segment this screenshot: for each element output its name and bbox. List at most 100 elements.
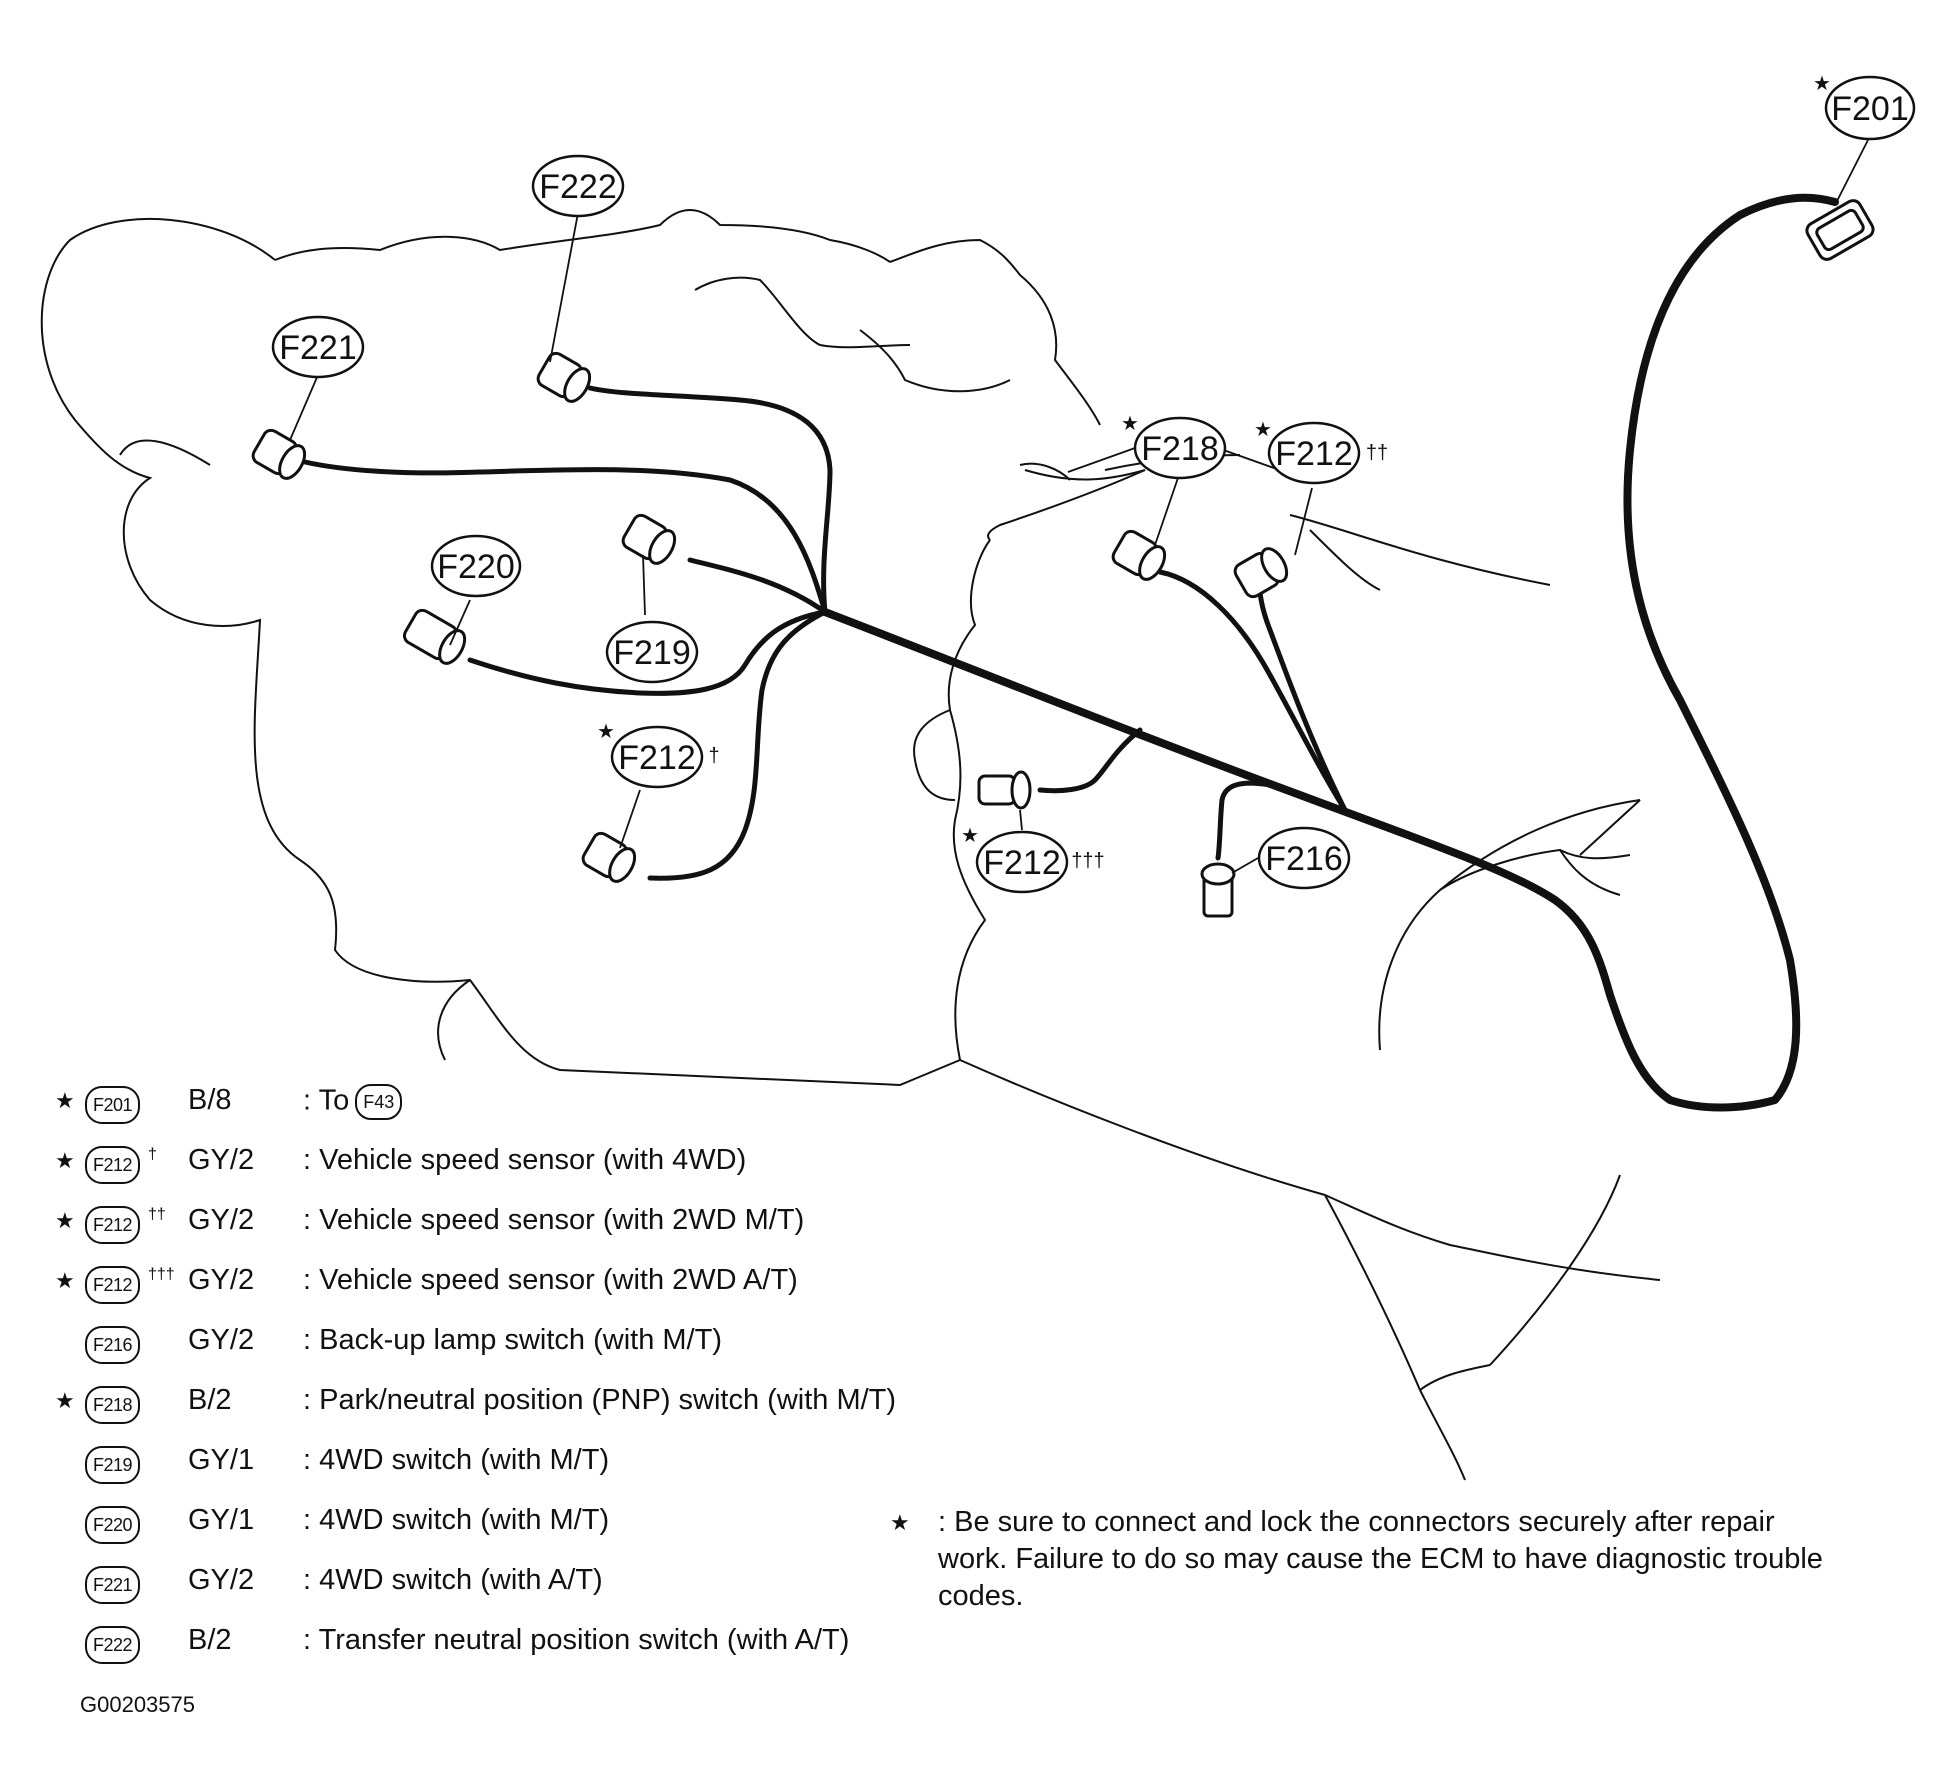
legend-row: ★ F218 B/2 : Park/neutral position (PNP)… xyxy=(55,1382,1055,1438)
callout-f212-left: F212 ★ † xyxy=(597,721,720,789)
svg-text:F201: F201 xyxy=(1831,90,1909,128)
connector-f220 xyxy=(402,608,467,665)
wire-code: GY/2 xyxy=(188,1264,255,1296)
connector-badge: F220 xyxy=(85,1506,141,1544)
callout-f221: F221 xyxy=(271,315,365,379)
connector-description: : Vehicle speed sensor (with 2WD M/T) xyxy=(303,1204,805,1236)
connector-description: : 4WD switch (with A/T) xyxy=(303,1564,603,1596)
legend-row: ★ F212 † GY/2 : Vehicle speed sensor (wi… xyxy=(55,1142,1055,1198)
svg-text:F218: F218 xyxy=(1141,430,1219,468)
callout-f222: F222 xyxy=(531,154,625,218)
connector-f222 xyxy=(536,351,592,403)
connectors xyxy=(251,199,1875,918)
legend-row: ★ F212 †† GY/2 : Vehicle speed sensor (w… xyxy=(55,1202,1055,1258)
wire-code: GY/2 xyxy=(188,1204,255,1236)
legend-row: F221 GY/2 : 4WD switch (with A/T) xyxy=(55,1562,1055,1618)
svg-text:F212: F212 xyxy=(983,844,1061,882)
variant-mark: † xyxy=(148,1146,157,1163)
connector-f219 xyxy=(621,513,677,565)
svg-text:★: ★ xyxy=(1121,413,1139,435)
star-mark: ★ xyxy=(55,1148,75,1173)
branch-f212-mid xyxy=(1037,727,1143,794)
connector-badge: F222 xyxy=(85,1626,141,1664)
svg-text:F222: F222 xyxy=(539,168,617,206)
svg-text:★: ★ xyxy=(961,825,979,847)
branch-f219 xyxy=(687,557,828,615)
branch-f222 xyxy=(587,385,833,615)
branch-f212-top xyxy=(1257,572,1348,813)
connector-f218 xyxy=(1111,529,1167,581)
star-mark: ★ xyxy=(55,1268,75,1293)
variant-mark: †† xyxy=(148,1206,166,1223)
svg-text:††: †† xyxy=(1366,442,1388,464)
connector-description: : Transfer neutral position switch (with… xyxy=(303,1624,850,1656)
svg-text:†: † xyxy=(708,745,719,767)
wiring-harness xyxy=(302,193,1839,1112)
callout-f218: F218 ★ xyxy=(1121,413,1227,480)
wire-code: GY/2 xyxy=(188,1564,255,1596)
svg-text:F212: F212 xyxy=(618,739,696,777)
connector-description: : Park/neutral position (PNP) switch (wi… xyxy=(303,1384,897,1416)
callout-f212-mid: F212 ★ ††† xyxy=(961,825,1105,894)
svg-text:†††: ††† xyxy=(1071,850,1104,872)
svg-text:F212: F212 xyxy=(1275,435,1353,473)
wire-code: B/2 xyxy=(188,1624,232,1656)
connector-badge: F212 xyxy=(85,1206,141,1244)
legend-row: F220 GY/1 : 4WD switch (with M/T) xyxy=(55,1502,1055,1558)
legend-row: F219 GY/1 : 4WD switch (with M/T) xyxy=(55,1442,1055,1498)
legend-row: F216 GY/2 : Back-up lamp switch (with M/… xyxy=(55,1322,1055,1378)
connector-badge: F219 xyxy=(85,1446,141,1484)
target-connector-badge: F43 xyxy=(355,1084,403,1120)
connector-description: : Vehicle speed sensor (with 2WD A/T) xyxy=(303,1264,798,1296)
svg-text:★: ★ xyxy=(1813,73,1831,95)
connector-description: : 4WD switch (with M/T) xyxy=(303,1444,610,1476)
connector-badge: F201 xyxy=(85,1086,141,1124)
connector-f221 xyxy=(251,428,307,480)
wire-code: GY/2 xyxy=(188,1144,255,1176)
wire-code: B/8 xyxy=(188,1084,232,1116)
connector-badge: F212 xyxy=(85,1266,141,1304)
connector-f212-left xyxy=(581,831,637,883)
connector-f212-mid xyxy=(977,770,1032,810)
connector-f216 xyxy=(1200,862,1236,918)
branch-f220 xyxy=(467,609,828,696)
callout-f201: F201 ★ xyxy=(1813,73,1916,141)
star-mark: ★ xyxy=(890,1510,910,1535)
branch-f212-left xyxy=(647,609,828,881)
legend-row: ★ F212 ††† GY/2 : Vehicle speed sensor (… xyxy=(55,1262,1055,1318)
callouts: F201 ★ F222 F221 F218 ★ F212 ★ †† F220 xyxy=(271,73,1916,894)
main-trunk-wire xyxy=(821,193,1839,1112)
note-text: : Be sure to connect and lock the connec… xyxy=(938,1506,1823,1612)
variant-mark: ††† xyxy=(148,1266,175,1283)
svg-text:F221: F221 xyxy=(279,329,357,367)
connector-badge: F221 xyxy=(85,1566,141,1604)
connector-f201 xyxy=(1805,199,1875,261)
svg-text:★: ★ xyxy=(1254,419,1272,441)
connector-f212-top xyxy=(1233,547,1289,599)
connector-description: : 4WD switch (with M/T) xyxy=(303,1504,610,1536)
callout-f212-top: F212 ★ †† xyxy=(1254,419,1388,485)
branch-f216 xyxy=(1215,780,1273,861)
svg-text:F219: F219 xyxy=(613,634,691,672)
wire-code: GY/2 xyxy=(188,1324,255,1356)
connector-description: : Back-up lamp switch (with M/T) xyxy=(303,1324,722,1356)
branch-f221 xyxy=(302,459,828,615)
connector-badge: F216 xyxy=(85,1326,141,1364)
connector-badge: F218 xyxy=(85,1386,141,1424)
callout-f216: F216 xyxy=(1257,826,1351,890)
figure-id: G00203575 xyxy=(80,1692,195,1717)
star-mark: ★ xyxy=(55,1088,75,1113)
wire-code: GY/1 xyxy=(188,1504,255,1536)
callout-f220: F220 xyxy=(430,534,522,598)
callout-f219: F219 xyxy=(605,620,699,684)
star-mark: ★ xyxy=(55,1388,75,1413)
wire-code: B/2 xyxy=(188,1384,232,1416)
svg-text:F220: F220 xyxy=(437,548,515,586)
wire-code: GY/1 xyxy=(188,1444,255,1476)
legend-row: F222 B/2 : Transfer neutral position swi… xyxy=(55,1622,1055,1678)
star-mark: ★ xyxy=(55,1208,75,1233)
